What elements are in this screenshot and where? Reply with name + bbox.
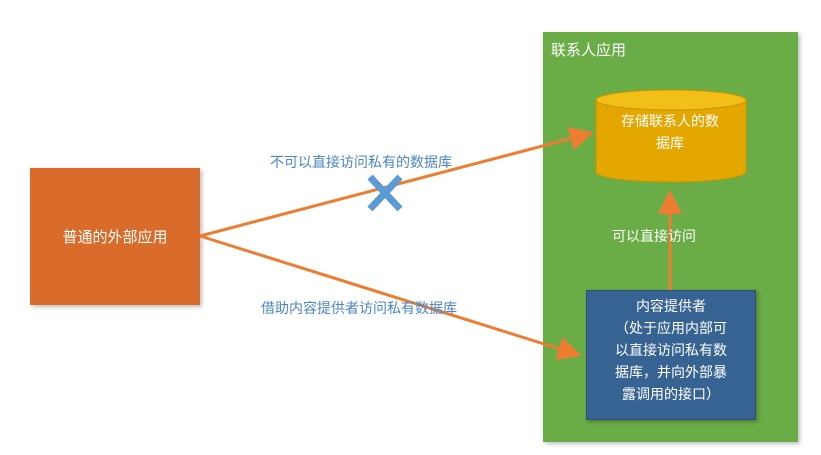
cross-icon: [367, 174, 403, 212]
direct-access-label: 可以直接访问: [612, 229, 696, 245]
arrow-via-provider: [199, 234, 582, 361]
external-app-node: 普通的外部应用: [30, 168, 200, 305]
database-label-line: 存储联系人的数: [621, 114, 719, 130]
forbidden-access-label: 不可以直接访问私有的数据库: [270, 155, 452, 171]
database-cylinder: [595, 89, 747, 183]
provider-label-line: 以直接访问私有数: [615, 343, 727, 359]
provider-label-line: 露调用的接口）: [622, 387, 720, 403]
external-app-label: 普通的外部应用: [62, 228, 168, 246]
contacts-app-title: 联系人应用: [551, 41, 627, 59]
provider-label-line: （处于应用内部可: [615, 321, 727, 337]
provider-label-line: 据库，并向外部暴: [615, 365, 727, 381]
provider-label-line: 内容提供者: [636, 299, 706, 315]
database-label: 存储联系人的数 据库: [600, 111, 740, 155]
database-label-line: 据库: [656, 136, 684, 152]
via-provider-label: 借助内容提供者访问私有数据库: [261, 301, 457, 317]
content-provider-node: [586, 290, 756, 420]
content-provider-label: 内容提供者 （处于应用内部可 以直接访问私有数 据库，并向外部暴 露调用的接口）: [592, 296, 750, 406]
